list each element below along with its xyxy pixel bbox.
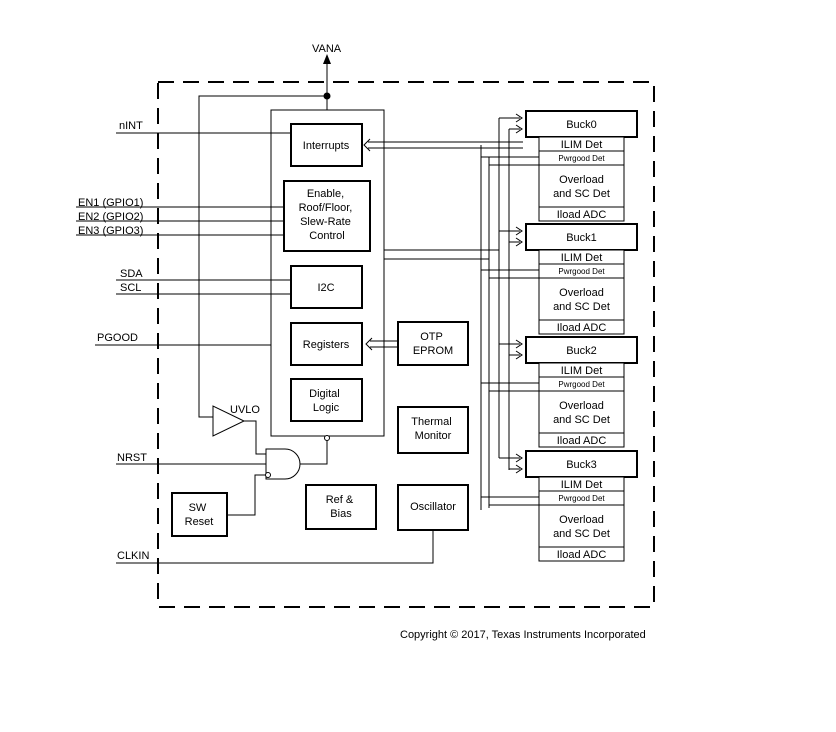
buck-arrow-icon [515, 113, 523, 123]
buck-pwrgood-label: Pwrgood Det [558, 154, 605, 163]
thermal-monitor-line: Thermal [411, 416, 451, 428]
interrupts-block [290, 123, 363, 167]
enable-label: Enable, Roof/Floor, Slew-Rate Control [299, 188, 356, 242]
buck-iload-label: Iload ADC [557, 549, 607, 561]
buck-overload-label: and SC Det [553, 188, 610, 200]
pin-sda-label: SDA [120, 268, 143, 280]
i2c-block [290, 265, 363, 309]
pin-clkin-label: CLKIN [117, 550, 149, 562]
thermal-monitor-line: Monitor [415, 430, 452, 442]
and-gate-out-wire [300, 441, 328, 465]
buck-arrow-icon [515, 124, 523, 134]
otp-eprom-label: OTP EPROM [413, 331, 453, 357]
buck-ilim-label: ILIM Det [561, 139, 603, 151]
uvlo-buffer [212, 405, 246, 437]
oscillator-block [397, 484, 469, 531]
pin-pgood-label: PGOOD [97, 332, 138, 344]
buck-iload-label: Iload ADC [557, 435, 607, 447]
buck-arrow-icon [515, 350, 523, 360]
buck-header-box [525, 223, 638, 251]
registers-block [290, 322, 363, 366]
buck-ilim-label: ILIM Det [561, 252, 603, 264]
buck-overload-label: and SC Det [553, 414, 610, 426]
buck-header-box [525, 336, 638, 364]
buck-ilim-label: ILIM Det [561, 365, 603, 377]
pin-en1-label: EN1 (GPIO1) [78, 197, 143, 209]
buck-overload-label: Overload [559, 174, 604, 186]
enable-block [283, 180, 371, 252]
buck-name-label: Buck2 [566, 345, 597, 357]
buck-ilim-label: ILIM Det [561, 479, 603, 491]
enable-label-line: Roof/Floor, [299, 202, 353, 214]
buck-arrow-icon [515, 339, 523, 349]
digital-logic-label: Digital Logic [309, 388, 343, 414]
otp-eprom-block [397, 321, 469, 366]
buck-iload-label: Iload ADC [557, 322, 607, 334]
enable-label-line: Control [309, 230, 344, 242]
buck-pwrgood-label: Pwrgood Det [558, 494, 605, 503]
uvlo-out-wire [244, 420, 266, 455]
and-gate [265, 448, 301, 480]
buck-arrow-icon [515, 226, 523, 236]
pin-scl-label: SCL [120, 282, 141, 294]
i2c-label: I2C [317, 282, 334, 294]
digital-logic-line: Logic [313, 402, 340, 414]
buck-arrow-icon [515, 453, 523, 463]
buck-name-label: Buck1 [566, 232, 597, 244]
buck-header-box [525, 110, 638, 138]
buck-arrow-icon [515, 237, 523, 247]
otp-bus-arrow-icon [365, 337, 373, 351]
buck-pwrgood-label: Pwrgood Det [558, 267, 605, 276]
interrupts-label: Interrupts [303, 140, 350, 152]
vana-arrow [323, 54, 331, 64]
vana-label: VANA [312, 43, 342, 55]
buck-overload-label: Overload [559, 400, 604, 412]
sw-reset-block [171, 492, 228, 537]
buck-overload-label: Overload [559, 514, 604, 526]
uvlo-label: UVLO [230, 404, 260, 416]
buck-overload-label: and SC Det [553, 301, 610, 313]
otp-eprom-line: OTP [420, 331, 442, 343]
sw-reset-line: Reset [185, 516, 214, 528]
thermal-monitor-block [397, 406, 469, 454]
pin-nrst-label: NRST [117, 452, 147, 464]
buck-arrow-icon [515, 464, 523, 474]
enable-label-line: Slew-Rate [300, 216, 351, 228]
copyright-text: Copyright © 2017, Texas Instruments Inco… [400, 629, 646, 641]
enable-label-line: Enable, [307, 188, 344, 200]
buck-iload-label: Iload ADC [557, 209, 607, 221]
and-gate-inverter-bubble [265, 472, 271, 478]
sw-reset-label: SW Reset [185, 502, 214, 528]
digital-logic-block [290, 378, 363, 422]
buck-name-label: Buck3 [566, 459, 597, 471]
ref-bias-block [305, 484, 377, 530]
thermal-monitor-label: Thermal Monitor [411, 416, 454, 442]
buck-name-label: Buck0 [566, 119, 597, 131]
ref-bias-line: Ref & [326, 494, 354, 506]
pin-clkin-wire [116, 530, 434, 564]
core-reset-bubble [324, 435, 330, 441]
digital-logic-line: Digital [309, 388, 340, 400]
interrupt-bus-arrow-icon [363, 138, 371, 152]
ref-bias-line: Bias [330, 508, 352, 520]
vana-rail [198, 95, 327, 418]
buck-overload-label: and SC Det [553, 528, 610, 540]
sw-reset-line: SW [189, 502, 207, 514]
pin-nint-label: nINT [119, 120, 143, 132]
ref-bias-label: Ref & Bias [326, 494, 357, 520]
sw-reset-wire [227, 474, 265, 516]
pin-en3-label: EN3 (GPIO3) [78, 225, 143, 237]
pin-en2-label: EN2 (GPIO2) [78, 211, 143, 223]
oscillator-label: Oscillator [410, 501, 456, 513]
buck-overload-label: Overload [559, 287, 604, 299]
registers-label: Registers [303, 339, 350, 351]
otp-eprom-line: EPROM [413, 345, 453, 357]
buck-pwrgood-label: Pwrgood Det [558, 380, 605, 389]
